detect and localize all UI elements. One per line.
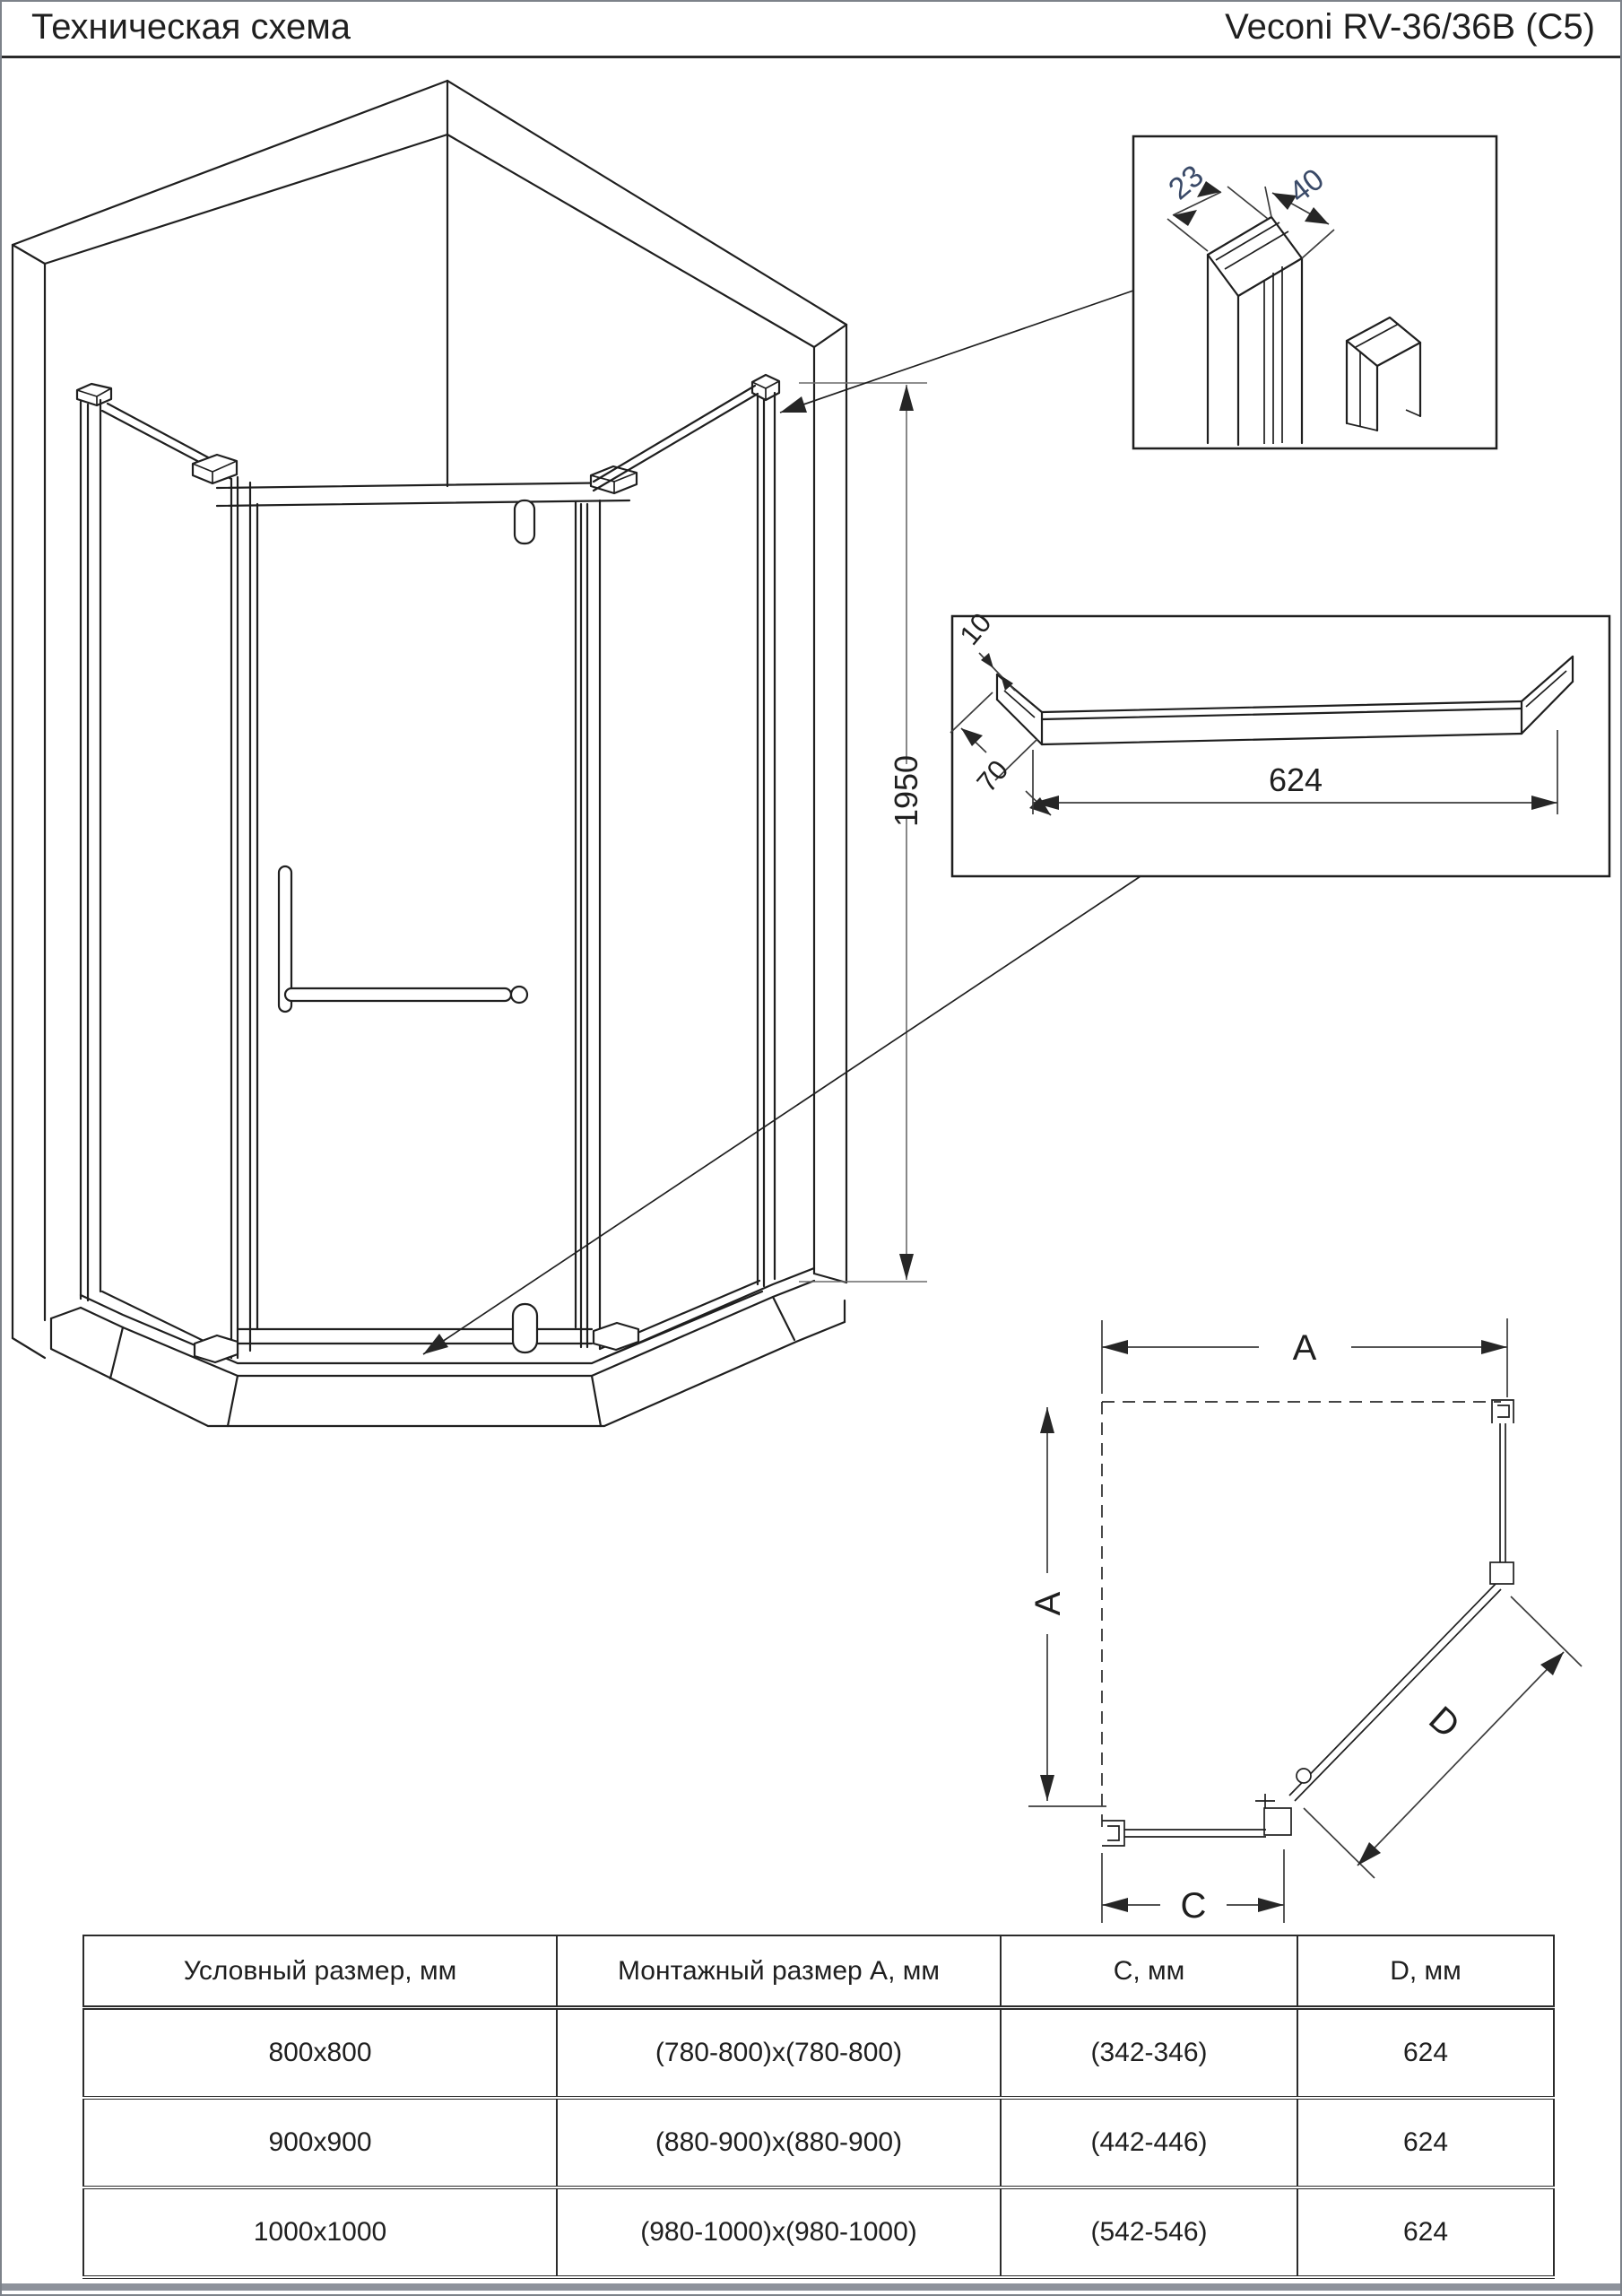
col-header-d: D, мм <box>1297 1935 1555 2010</box>
table-row: 800x800 (780-800)x(780-800) (342-346) 62… <box>82 2006 1555 2100</box>
towel-bar-end <box>509 985 529 1004</box>
page-bottom-rule <box>2 2283 1620 2291</box>
right-glass-panel <box>579 373 781 1361</box>
dimension-height-1950: 1950 <box>799 382 927 1283</box>
plan-dim-a-top: A <box>1293 1328 1317 1368</box>
cell-size: 900x900 <box>82 2097 558 2189</box>
towel-bar-vertical <box>277 865 293 1013</box>
cell-c: (442-446) <box>1000 2097 1298 2189</box>
door-bottom-stop <box>511 1302 539 1354</box>
walls <box>11 79 848 1360</box>
door <box>236 499 594 1354</box>
cell-size: 1000x1000 <box>82 2187 558 2279</box>
table-row: 1000x1000 (980-1000)x(980-1000) (542-546… <box>82 2187 1555 2279</box>
cell-d: 624 <box>1297 2097 1555 2189</box>
towel-bar-horizontal <box>283 987 513 1003</box>
detail-box-wall-profile: 23 40 <box>1132 135 1498 450</box>
table-row: 900x900 (880-900)x(880-900) (442-446) 62… <box>82 2097 1555 2189</box>
col-header-c: С, мм <box>1000 1935 1298 2010</box>
title-bar: Техническая схема Veconi RV-36/36B (C5) <box>2 2 1620 58</box>
title-rule <box>2 56 1620 58</box>
model-title: Veconi RV-36/36B (C5) <box>1225 7 1595 47</box>
left-glass-panel <box>75 382 252 1360</box>
leader-lines <box>422 290 1141 1355</box>
plan-dim-c: C <box>1181 1886 1207 1926</box>
top-rail <box>215 465 638 508</box>
height-dimension-label: 1950 <box>888 755 924 827</box>
plan-view: A A <box>1028 1318 1583 1926</box>
door-knob-handle <box>513 499 536 545</box>
cell-mounting: (880-900)x(880-900) <box>556 2097 1002 2189</box>
cell-size: 800x800 <box>82 2006 558 2100</box>
cell-d: 624 <box>1297 2187 1555 2279</box>
plan-dim-a-left: A <box>1028 1591 1068 1615</box>
shower-tray <box>49 1266 846 1428</box>
cell-d: 624 <box>1297 2006 1555 2100</box>
cell-mounting: (780-800)x(780-800) <box>556 2006 1002 2100</box>
page-title: Техническая схема <box>31 7 351 47</box>
sill-dim-624: 624 <box>1269 761 1323 798</box>
plan-dim-d: D <box>1421 1699 1467 1745</box>
cell-c: (542-546) <box>1000 2187 1298 2279</box>
cell-mounting: (980-1000)x(980-1000) <box>556 2187 1002 2279</box>
col-header-mounting-size: Монтажный размер А, мм <box>556 1935 1002 2010</box>
cell-c: (342-346) <box>1000 2006 1298 2100</box>
col-header-nominal-size: Условный размер, мм <box>82 1935 558 2010</box>
table-header-row: Условный размер, мм Монтажный размер А, … <box>82 1935 1555 2010</box>
detail-box-sill: 10 70 624 <box>950 607 1611 878</box>
size-table: Условный размер, мм Монтажный размер А, … <box>82 1935 1555 2279</box>
